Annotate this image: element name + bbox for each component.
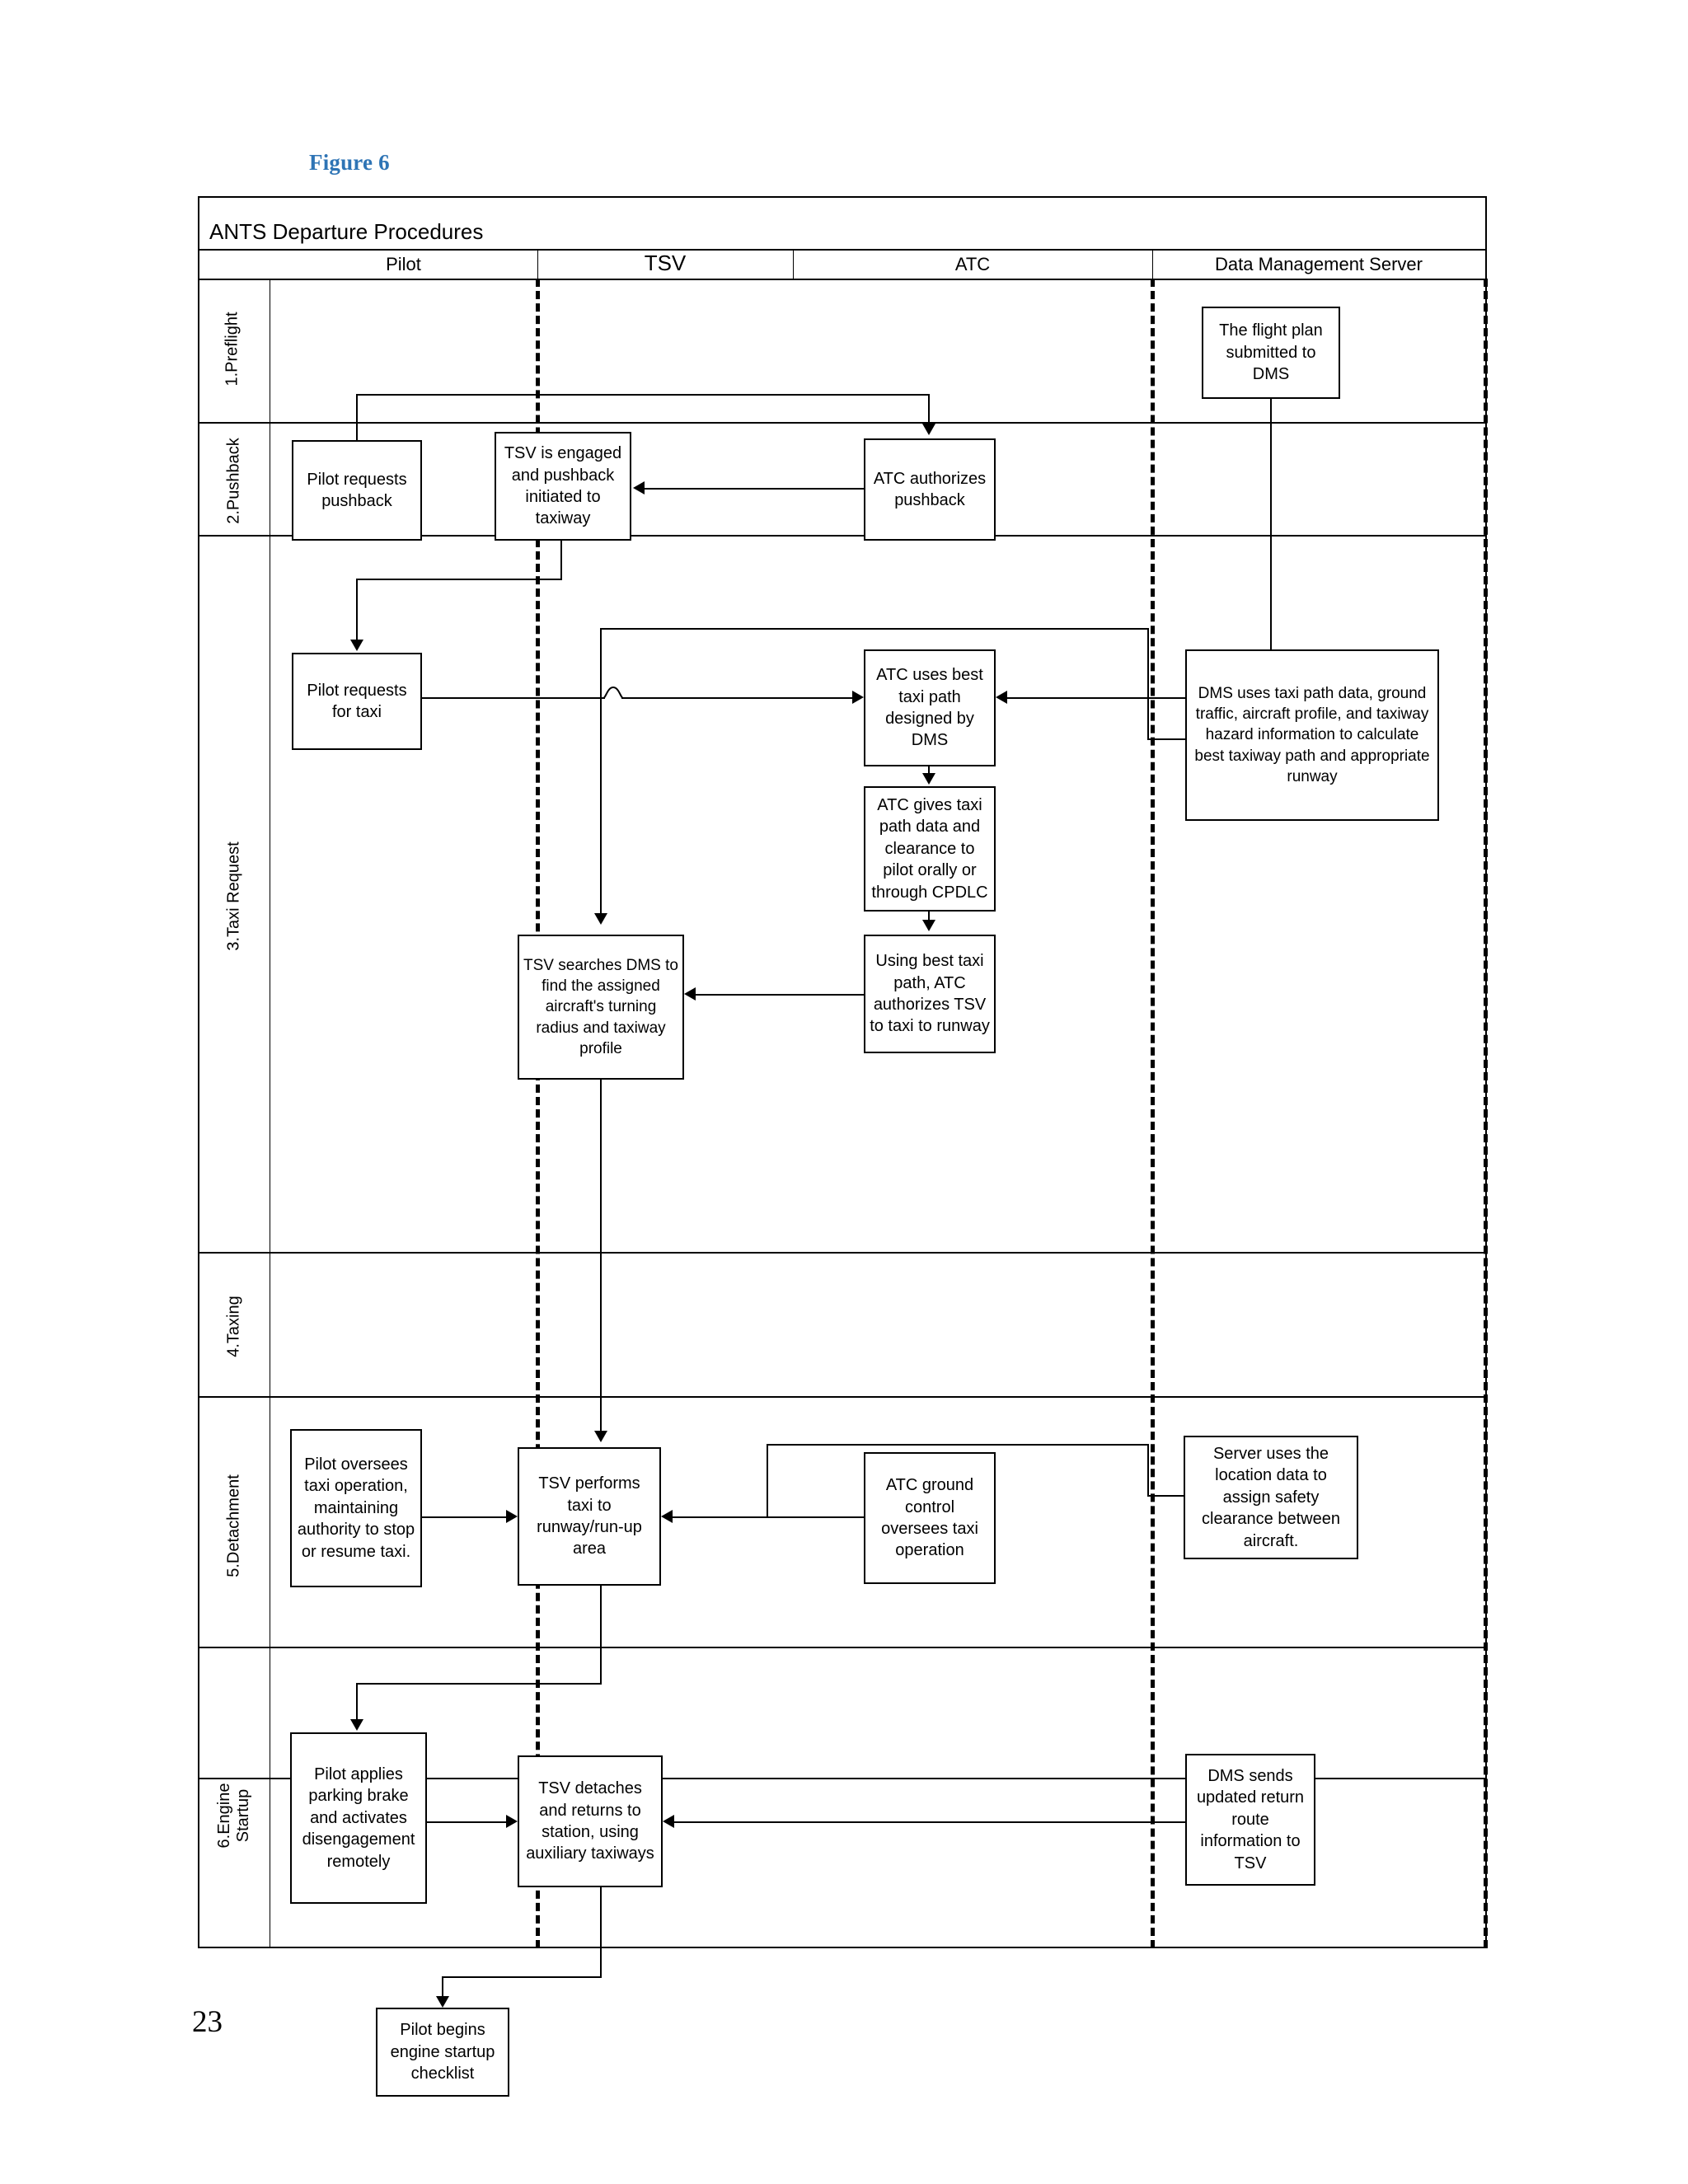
connector-pilot-pushback-down-to-atc	[928, 394, 930, 425]
arrowhead-pilot-taxi-to-atc	[852, 691, 864, 704]
connector-pilot-taxi-right-a	[422, 697, 605, 699]
connector-tsv-pushback-left	[356, 579, 562, 580]
arrowhead-dms-to-atc-path	[996, 691, 1007, 704]
arrowhead-dms-return-to-tsv	[663, 1815, 674, 1828]
arrowhead-pilot-oversees-to-tsv	[506, 1510, 518, 1523]
connector-server-down	[767, 1444, 768, 1518]
connector-dms-down-to-tsv	[600, 628, 602, 916]
connector-pilot-pushback-across	[356, 394, 930, 396]
connector-pilot-brake-to-tsv	[427, 1821, 506, 1823]
connector-flightplan-to-dms	[1270, 399, 1272, 758]
arrowhead-dms-to-tsv-searches	[594, 913, 607, 925]
node-atc-ground-control[interactable]: ATC ground control oversees taxi operati…	[864, 1452, 996, 1584]
connector-tsv-detaches-left	[442, 1976, 602, 1978]
connector-atc-gives-to-authorizes	[928, 912, 930, 921]
connector-to-engine-startup	[442, 1976, 443, 1999]
connector-tsv-performs-left	[356, 1683, 602, 1685]
connector-atc-path-to-gives	[928, 766, 930, 775]
connector-server-across	[767, 1444, 1149, 1446]
node-atc-authorizes-pushback[interactable]: ATC authorizes pushback	[864, 438, 996, 541]
row-label-engine-startup: 6.Engine Startup	[215, 1783, 252, 1849]
lane-separator-pilot-tsv	[536, 279, 540, 1948]
row-label-preflight: 1.Preflight	[223, 312, 241, 387]
connector-server-up	[1147, 1444, 1149, 1497]
node-pilot-applies-parking-brake[interactable]: Pilot applies parking brake and activate…	[290, 1732, 427, 1904]
connector-dms-left-stub	[1147, 738, 1187, 740]
arrowhead-atc-to-tsv-pushback	[633, 481, 645, 494]
node-pilot-requests-pushback[interactable]: Pilot requests pushback	[292, 440, 422, 541]
node-tsv-engaged-pushback[interactable]: TSV is engaged and pushback initiated to…	[495, 432, 631, 541]
arrowhead-atc-path-to-gives	[922, 773, 935, 785]
row-divider-5	[199, 1647, 1485, 1648]
header-divider-pilot-tsv	[537, 249, 538, 279]
lane-separator-atc-dms	[1151, 279, 1155, 1948]
node-tsv-performs-taxi[interactable]: TSV performs taxi to runway/run-up area	[518, 1447, 661, 1586]
connector-tsv-performs-to-pilot-brake	[356, 1683, 358, 1722]
connector-tsv-pushback-down	[560, 541, 562, 580]
connector-tsv-searches-down	[600, 1080, 602, 1434]
arrowhead-tsv-searches-to-performs	[594, 1431, 607, 1442]
connector-dms-return-to-tsv	[674, 1821, 1185, 1823]
arrowhead-to-pilot-parking-brake	[350, 1719, 363, 1731]
node-dms-sends-return-route[interactable]: DMS sends updated return route informati…	[1185, 1754, 1315, 1886]
row-label-pushback: 2.Pushback	[224, 438, 243, 524]
column-header-atc: ATC	[954, 254, 991, 274]
connector-pilot-oversees-to-tsv	[422, 1516, 506, 1518]
node-atc-authorizes-tsv[interactable]: Using best taxi path, ATC authorizes TSV…	[864, 935, 996, 1053]
line-jump-over	[603, 686, 624, 699]
arrowhead-atc-gives-to-authorizes	[922, 920, 935, 931]
column-header-pilot: Pilot	[386, 254, 421, 274]
connector-tsv-performs-down	[600, 1586, 602, 1685]
lane-separator-right-edge	[1484, 279, 1488, 1948]
arrowhead-pilot-brake-to-tsv	[506, 1815, 518, 1828]
header-divider-tsv-atc	[793, 249, 794, 279]
connector-tsv-pushback-to-taxi	[356, 579, 358, 643]
row-label-taxi-request: 3.Taxi Request	[224, 841, 243, 951]
row-divider-4	[199, 1396, 1485, 1398]
node-atc-gives-taxi-path[interactable]: ATC gives taxi path data and clearance t…	[864, 786, 996, 912]
row-divider-2	[199, 535, 1485, 537]
header-band-divider	[199, 279, 1485, 280]
node-pilot-requests-taxi[interactable]: Pilot requests for taxi	[292, 653, 422, 750]
row-divider-6	[199, 1778, 1485, 1779]
row-label-detachment: 5.Detachment	[224, 1474, 243, 1577]
node-dms-calculates-path[interactable]: DMS uses taxi path data, ground traffic,…	[1185, 649, 1439, 821]
arrowhead-pilot-to-atc-pushback	[922, 424, 935, 435]
arrowhead-atc-ground-to-tsv	[661, 1510, 673, 1523]
arrowhead-atc-authorizes-to-tsv	[684, 987, 696, 1001]
connector-dms-across-to-tsv	[600, 628, 1149, 630]
connector-pilot-pushback-up	[356, 394, 358, 442]
ants-departure-procedures-diagram: ANTS Departure Procedures Pilot TSV ATC …	[198, 196, 1488, 2097]
connector-server-left-stub	[1147, 1495, 1185, 1497]
connector-tsv-detaches-down	[600, 1887, 602, 1978]
node-atc-uses-best-path[interactable]: ATC uses best taxi path designed by DMS	[864, 649, 996, 766]
node-pilot-engine-startup-checklist[interactable]: Pilot begins engine startup checklist	[376, 2008, 509, 2097]
header-divider-atc-dms	[1152, 249, 1153, 279]
diagram-title: ANTS Departure Procedures	[209, 219, 484, 244]
connector-atc-to-tsv-pushback	[645, 488, 864, 490]
node-tsv-searches-dms[interactable]: TSV searches DMS to find the assigned ai…	[518, 935, 684, 1080]
row-divider-3	[199, 1252, 1485, 1254]
arrowhead-to-pilot-requests-taxi	[350, 640, 363, 651]
arrowhead-to-engine-startup	[436, 1996, 449, 2008]
connector-dms-to-atc-path	[1007, 697, 1185, 699]
row-label-taxing: 4.Taxing	[224, 1296, 243, 1357]
figure-caption: Figure 6	[309, 150, 390, 175]
node-server-safety-clearance[interactable]: Server uses the location data to assign …	[1184, 1436, 1358, 1559]
column-header-data-management-server: Data Management Server	[1215, 254, 1423, 274]
title-band-divider	[199, 249, 1485, 251]
connector-atc-ground-to-tsv	[673, 1516, 864, 1518]
connector-pilot-taxi-right-b	[621, 697, 852, 699]
page-number: 23	[192, 2005, 223, 2039]
node-flight-plan-submitted[interactable]: The flight plan submitted to DMS	[1202, 307, 1340, 399]
row-divider-1	[199, 422, 1485, 424]
node-pilot-oversees-taxi[interactable]: Pilot oversees taxi operation, maintaini…	[290, 1429, 422, 1587]
node-tsv-detaches[interactable]: TSV detaches and returns to station, usi…	[518, 1755, 663, 1887]
connector-atc-authorizes-to-tsv	[696, 994, 864, 996]
column-header-tsv: TSV	[644, 251, 687, 275]
connector-dms-up	[1147, 628, 1149, 740]
